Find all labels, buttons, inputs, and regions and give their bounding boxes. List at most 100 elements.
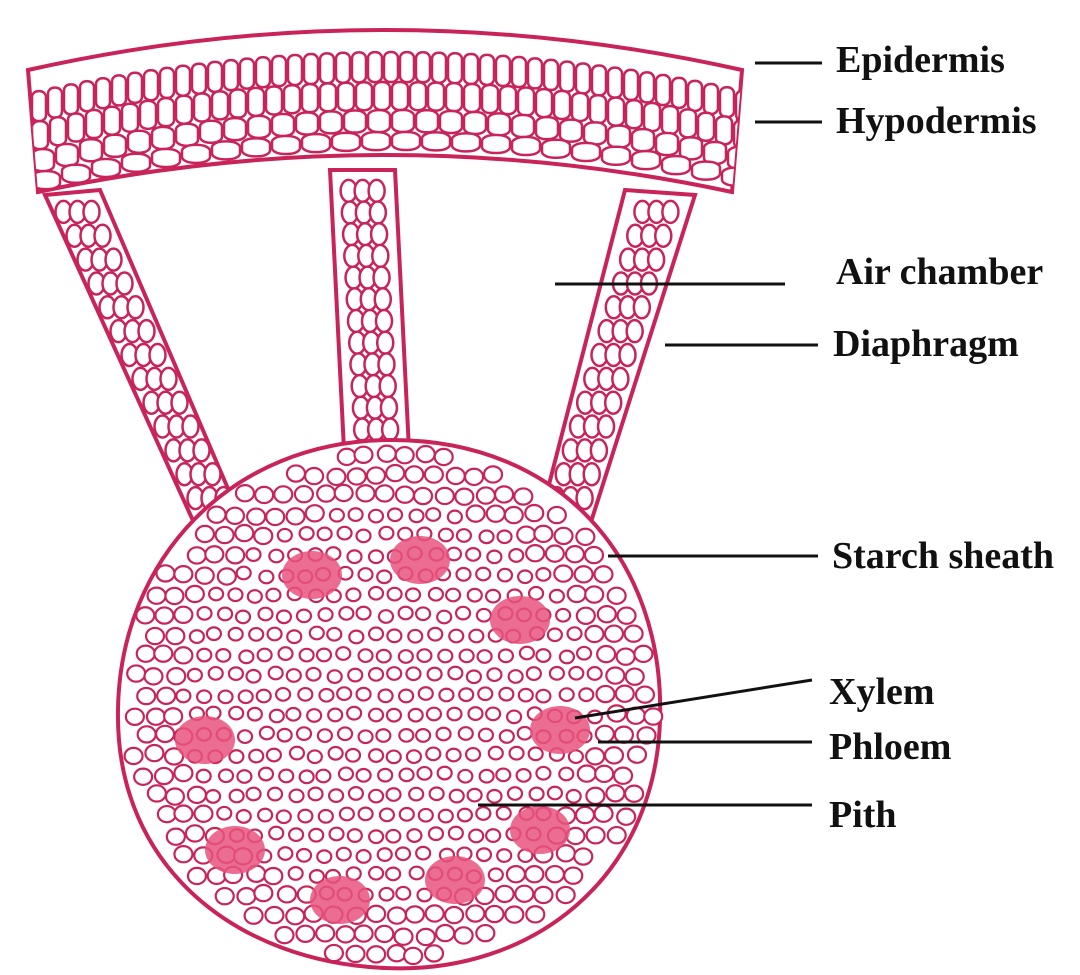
cell [209, 667, 223, 680]
cell [598, 416, 614, 438]
vascular-bundle [282, 551, 342, 599]
cell [267, 749, 281, 762]
cell [96, 78, 110, 108]
cell [605, 392, 621, 414]
cell [486, 590, 500, 603]
cell [546, 866, 564, 882]
cell [598, 606, 616, 622]
cell [644, 708, 662, 724]
cell [152, 127, 174, 149]
cell [226, 508, 244, 524]
cell [419, 687, 433, 700]
cell [344, 111, 366, 133]
cell [382, 418, 398, 440]
cell [349, 787, 363, 800]
cell [495, 486, 513, 502]
cell [196, 526, 214, 542]
cell [328, 670, 342, 683]
cell [488, 113, 510, 135]
cell [369, 510, 383, 523]
cell [317, 485, 335, 501]
cell [408, 630, 422, 643]
cell [614, 768, 632, 784]
cell [439, 810, 453, 823]
cell [404, 948, 422, 964]
cell [346, 749, 360, 762]
vascular-bundle [510, 806, 570, 854]
cell [478, 687, 492, 700]
cell [300, 649, 314, 662]
cell [480, 770, 494, 783]
cell [656, 75, 670, 105]
cell [264, 868, 282, 884]
cell [405, 466, 423, 482]
cell [394, 929, 412, 945]
cell [198, 607, 212, 620]
cell [248, 590, 262, 603]
cell [369, 180, 385, 202]
cell [518, 570, 532, 583]
cell [399, 690, 413, 703]
cell [627, 320, 643, 342]
cell [455, 927, 473, 943]
cell [574, 848, 592, 864]
cell [466, 748, 480, 761]
cell [183, 416, 199, 438]
cell [144, 668, 162, 684]
cell [270, 710, 284, 723]
cell [305, 468, 323, 484]
cell [308, 750, 322, 763]
cell [306, 668, 320, 681]
cell [560, 688, 574, 701]
cell [369, 587, 383, 600]
cell [296, 112, 318, 134]
cell [238, 730, 252, 743]
cell [476, 568, 490, 581]
cell [347, 707, 361, 720]
cell [336, 53, 350, 83]
cell [295, 486, 313, 502]
cell [559, 768, 573, 781]
cell [290, 747, 304, 760]
cell [247, 788, 261, 801]
cell [498, 569, 512, 582]
cell [435, 449, 453, 465]
cell [612, 368, 628, 390]
cell [525, 866, 543, 882]
cell [416, 729, 430, 742]
cell [368, 52, 382, 82]
cell [92, 159, 120, 177]
cell [176, 690, 190, 703]
vascular-bundle [175, 716, 235, 764]
cell [387, 751, 401, 764]
cell [128, 73, 142, 103]
label-epidermis: Epidermis [836, 39, 1005, 81]
cell [310, 870, 324, 883]
cell [359, 568, 373, 581]
cell [307, 709, 321, 722]
cell [437, 611, 451, 624]
cell [147, 709, 165, 725]
cell [520, 647, 534, 660]
cell [656, 133, 678, 155]
cell [595, 806, 613, 822]
cell [672, 78, 686, 108]
cell [536, 649, 550, 662]
cell [487, 790, 501, 803]
cell [266, 86, 282, 114]
cell [636, 687, 654, 703]
cell [224, 60, 238, 90]
cell [605, 626, 623, 642]
label-starch-sheath: Starch sheath [832, 535, 1054, 577]
cell [300, 771, 314, 784]
cell [550, 667, 564, 680]
cell [229, 667, 243, 680]
cell [289, 828, 303, 841]
cell [68, 114, 84, 142]
cell [427, 708, 441, 721]
cell [534, 526, 552, 542]
cell [182, 145, 210, 163]
cell [276, 927, 294, 943]
cell [536, 568, 550, 581]
cell [197, 770, 211, 783]
